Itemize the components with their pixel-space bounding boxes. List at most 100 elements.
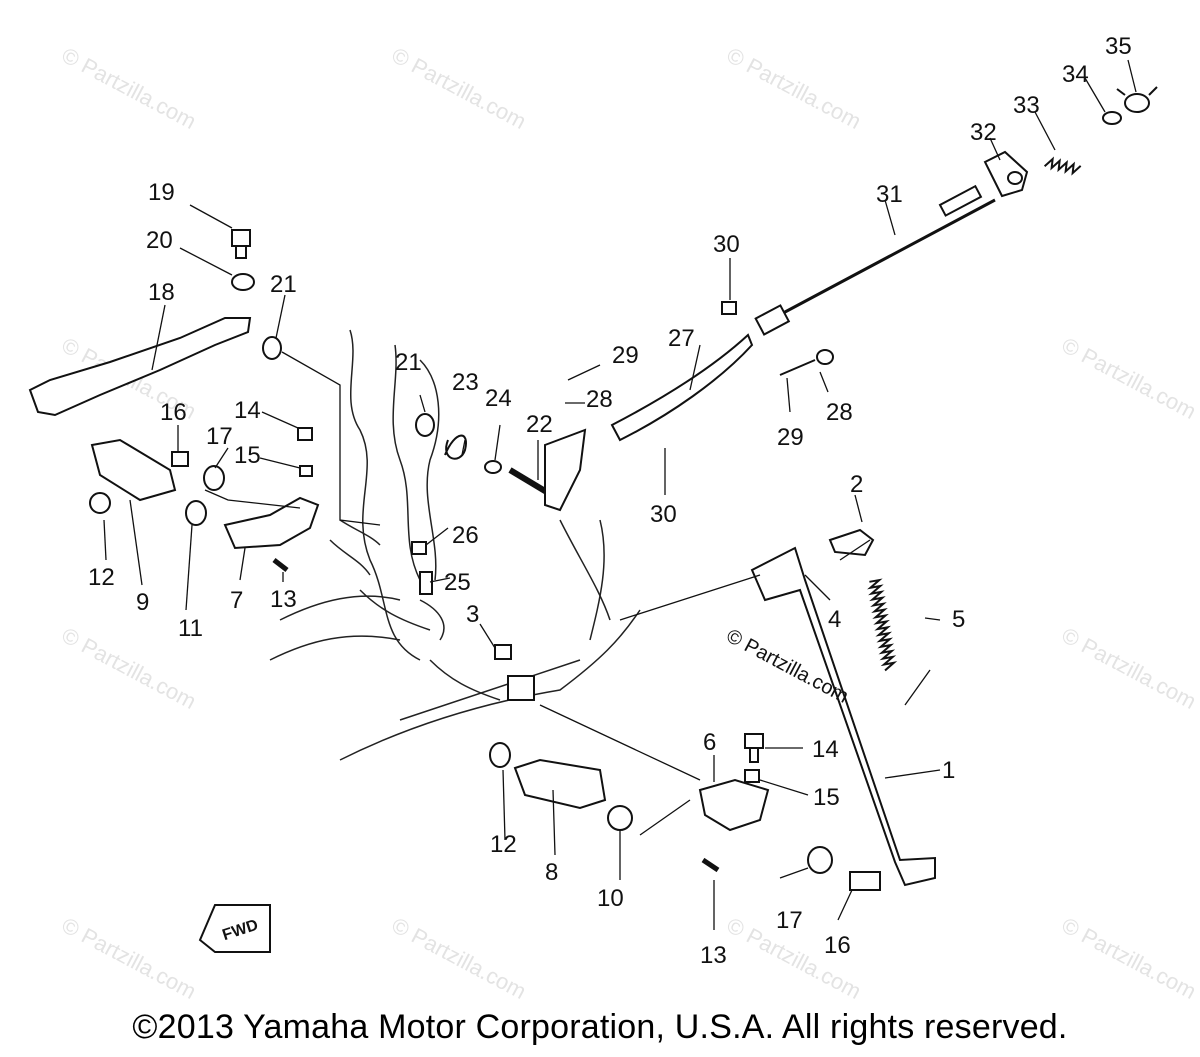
callout-label: 24	[485, 385, 512, 412]
brake-arm-icon	[610, 333, 754, 442]
bolt-icon	[231, 229, 251, 259]
callout-label: 9	[136, 589, 149, 616]
washer-icon	[89, 492, 111, 514]
callout-label: 27	[668, 325, 695, 352]
callout-label: 12	[490, 831, 517, 858]
wing-nut-icon	[1116, 86, 1158, 113]
nut-icon	[299, 465, 313, 477]
footrest-bracket-icon	[698, 778, 770, 832]
callout-label: 14	[234, 397, 261, 424]
callout-label: 21	[395, 349, 422, 376]
part-shapes	[28, 86, 1158, 953]
callout-label: 20	[146, 227, 173, 254]
fwd-arrow-icon	[198, 904, 271, 953]
nut-icon	[494, 644, 512, 660]
callout-label: 28	[586, 386, 613, 413]
brake-rod-fitting-icon	[983, 150, 1029, 198]
callout-label: 30	[713, 231, 740, 258]
callout-labels: 1 2 3 4 5 6 7 8 9 10 11 12 12 13 13 14 1…	[88, 33, 1132, 969]
callout-label: 34	[1062, 61, 1089, 88]
bolt-icon	[297, 427, 313, 441]
bolt-icon	[744, 733, 764, 763]
callout-label: 35	[1105, 33, 1132, 60]
watermark: © Partzilla.com	[1058, 332, 1200, 424]
watermark: © Partzilla.com	[1058, 912, 1200, 1004]
callout-label: 3	[466, 601, 479, 628]
callout-label: 8	[545, 859, 558, 886]
watermark: © Partzilla.com	[1058, 622, 1200, 714]
callout-label: 32	[970, 119, 997, 146]
spring-icon	[1043, 156, 1082, 176]
callout-label: 25	[444, 569, 471, 596]
callout-label: 29	[777, 424, 804, 451]
callout-label: 10	[597, 885, 624, 912]
callout-label: 13	[270, 586, 297, 613]
washer-icon	[203, 465, 225, 491]
bolt-icon	[419, 571, 433, 595]
watermark: © Partzilla.com	[58, 912, 201, 1004]
callout-label: 2	[850, 471, 863, 498]
callout-label: 16	[160, 399, 187, 426]
nut-icon	[744, 769, 760, 783]
callout-label: 30	[650, 501, 677, 528]
pivot-cap-icon	[484, 460, 502, 474]
torsion-spring-icon	[444, 434, 467, 460]
footrest-icon	[513, 758, 607, 810]
watermark: © Partzilla.com	[388, 912, 531, 1004]
leader-lines	[103, 59, 1137, 930]
callout-label: 17	[206, 423, 233, 450]
callout-label: 12	[88, 564, 115, 591]
callout-label: 1	[942, 757, 955, 784]
callout-label: 15	[813, 784, 840, 811]
nut-icon	[721, 301, 737, 315]
washer-icon	[415, 413, 435, 437]
bolt-icon	[828, 528, 875, 557]
washer-icon	[262, 336, 282, 360]
callout-label: 11	[178, 615, 203, 642]
callout-label: 22	[526, 411, 553, 438]
watermark: © Partzilla.com	[388, 42, 531, 134]
callout-label: 4	[828, 606, 841, 633]
callout-label: 16	[824, 932, 851, 959]
pivot-collar-icon	[507, 675, 535, 701]
callout-label: 7	[230, 587, 243, 614]
clevis-pin-icon	[779, 349, 834, 376]
callout-label: 5	[952, 606, 965, 633]
callout-label: 21	[270, 271, 297, 298]
brake-pedal-icon	[28, 317, 252, 417]
callout-label: 6	[703, 729, 716, 756]
callout-label: 13	[700, 942, 727, 969]
washer-icon	[807, 846, 833, 874]
pin-icon	[272, 558, 289, 572]
callout-label: 18	[148, 279, 175, 306]
watermark: © Partzilla.com	[58, 42, 201, 134]
washer-icon	[231, 273, 255, 291]
watermark: © Partzilla.com	[723, 42, 866, 134]
clevis-icon	[754, 304, 791, 336]
callout-label: 23	[452, 369, 479, 396]
callout-label: 14	[812, 736, 839, 763]
callout-label: 15	[234, 442, 261, 469]
footrest-icon	[90, 438, 177, 502]
bolt-icon	[171, 451, 189, 467]
frame-outline	[269, 329, 641, 761]
callout-label: 26	[452, 522, 479, 549]
callout-label: 19	[148, 179, 175, 206]
brake-shaft-icon	[508, 428, 587, 512]
brake-rod-icon	[769, 184, 996, 322]
pin-icon	[701, 857, 720, 873]
callout-label: 17	[776, 907, 803, 934]
collar-icon	[185, 500, 207, 526]
callout-label: 33	[1013, 92, 1040, 119]
nut-icon	[411, 541, 427, 555]
footrest-bracket-icon	[223, 496, 320, 550]
callout-label: 28	[826, 399, 853, 426]
copyright-notice: ©2013 Yamaha Motor Corporation, U.S.A. A…	[132, 1008, 1068, 1046]
kickstand-icon	[750, 546, 936, 887]
washer-icon	[1102, 111, 1122, 125]
bolt-icon	[849, 871, 881, 891]
callout-label: 29	[612, 342, 639, 369]
callout-label: 31	[876, 181, 903, 208]
washer-icon	[489, 742, 511, 768]
